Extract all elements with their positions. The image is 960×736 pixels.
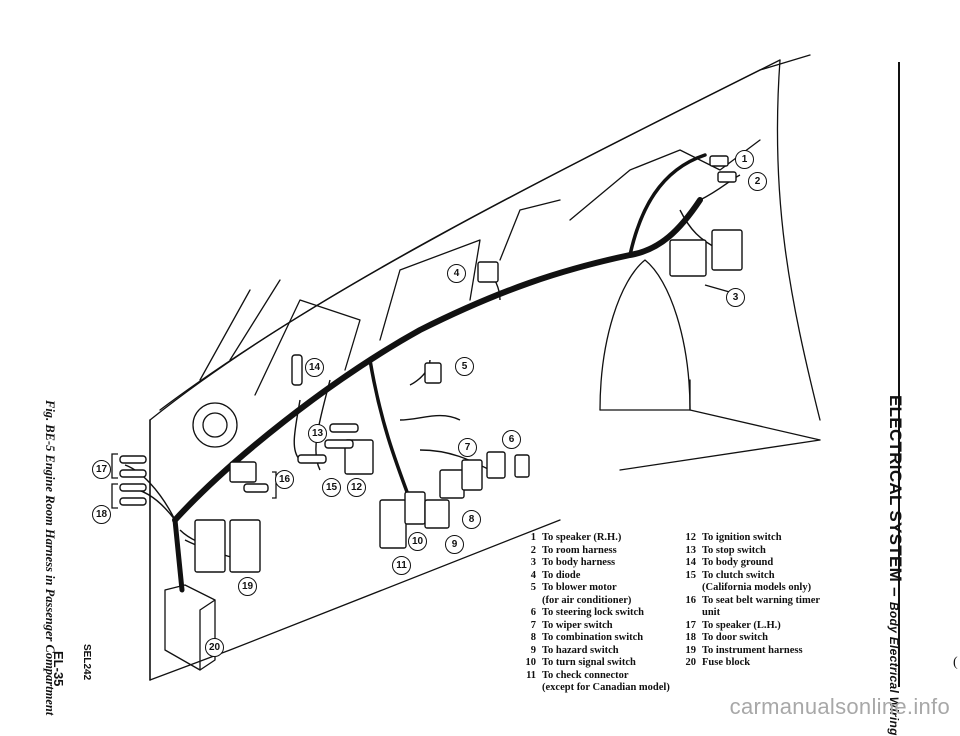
callout-17: 17 [92, 460, 111, 479]
figure-code: SEL242 [81, 644, 92, 681]
callout-6: 6 [502, 430, 521, 449]
callout-14: 14 [305, 358, 324, 377]
header-rule [898, 62, 900, 687]
callout-18: 18 [92, 505, 111, 524]
callout-16: 16 [275, 470, 294, 489]
callout-5: 5 [455, 357, 474, 376]
callout-3: 3 [726, 288, 745, 307]
callout-12: 12 [347, 478, 366, 497]
callout-1: 1 [735, 150, 754, 169]
legend-item-continuation: unit [702, 607, 721, 618]
callout-7: 7 [458, 438, 477, 457]
section-title: ELECTRICAL SYSTEM [886, 395, 905, 583]
callout-4: 4 [447, 264, 466, 283]
callout-15: 15 [322, 478, 341, 497]
callout-19: 19 [238, 577, 257, 596]
watermark: carmanualsonline.info [729, 694, 950, 719]
stray-mark: ( [953, 655, 958, 670]
callout-2: 2 [748, 172, 767, 191]
callout-8: 8 [462, 510, 481, 529]
header-separator: – [886, 582, 905, 602]
callout-20: 20 [205, 638, 224, 657]
callout-11: 11 [392, 556, 411, 575]
legend-item-continuation: (except for Canadian model) [542, 682, 670, 693]
section-header: ELECTRICAL SYSTEM – Body Electrical Wiri… [885, 395, 905, 736]
callout-10: 10 [408, 532, 427, 551]
callout-13: 13 [308, 424, 327, 443]
legend-item-continuation: (for air conditioner) [542, 594, 632, 606]
callout-9: 9 [445, 535, 464, 554]
legend-item-continuation: (California models only) [702, 582, 812, 593]
page-number: EL-35 [51, 651, 66, 687]
